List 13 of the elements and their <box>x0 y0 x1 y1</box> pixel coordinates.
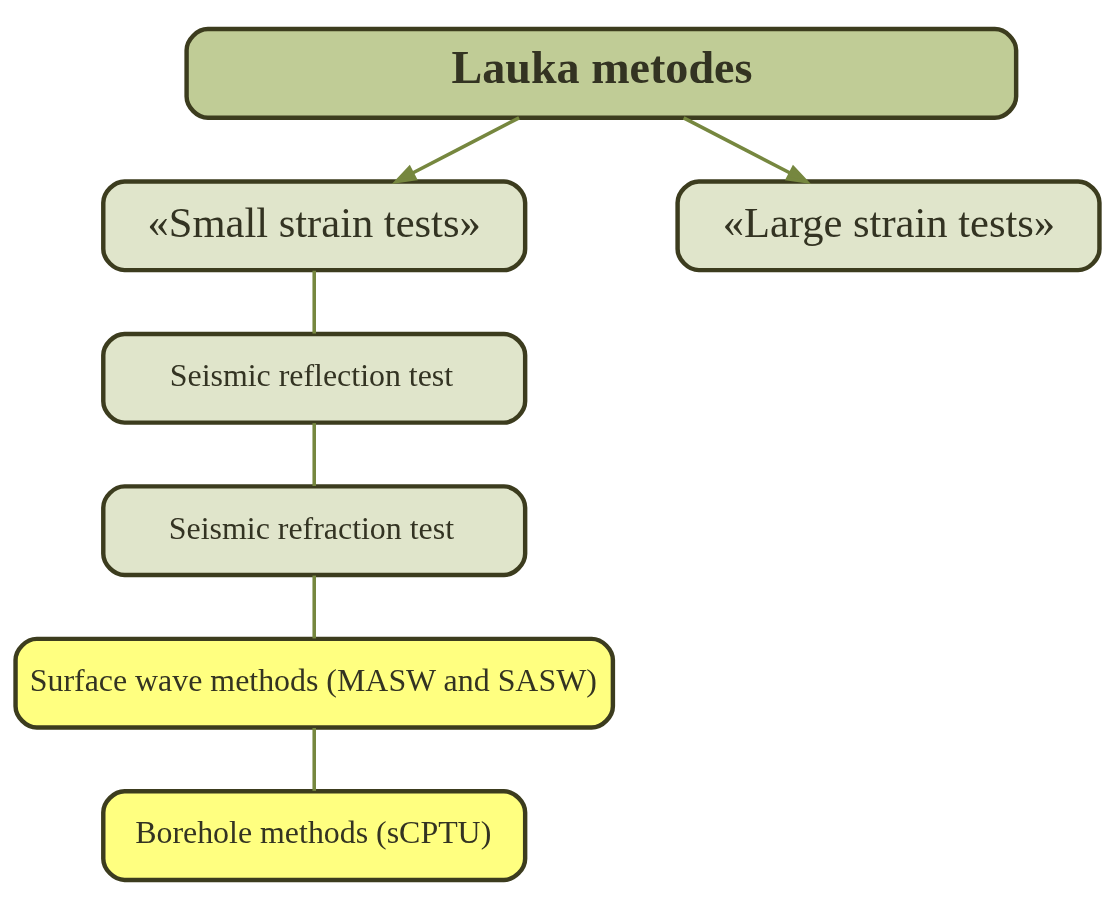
node-box: Surface wave methods (MASW and SASW) <box>13 636 616 730</box>
node-box: Seismic refraction test <box>101 483 528 577</box>
arrow <box>682 115 811 184</box>
connector <box>312 727 316 791</box>
connector <box>312 270 316 334</box>
node-box: Seismic reflection test <box>101 331 528 425</box>
arrow <box>391 115 520 184</box>
connector <box>312 575 316 638</box>
node-box: Borehole methods (sCPTU) <box>101 788 528 882</box>
node-box: «Small strain tests» <box>101 178 528 272</box>
node-box: Lauka metodes <box>184 26 1019 120</box>
connector <box>312 422 316 486</box>
node-box: «Large strain tests» <box>675 178 1102 272</box>
